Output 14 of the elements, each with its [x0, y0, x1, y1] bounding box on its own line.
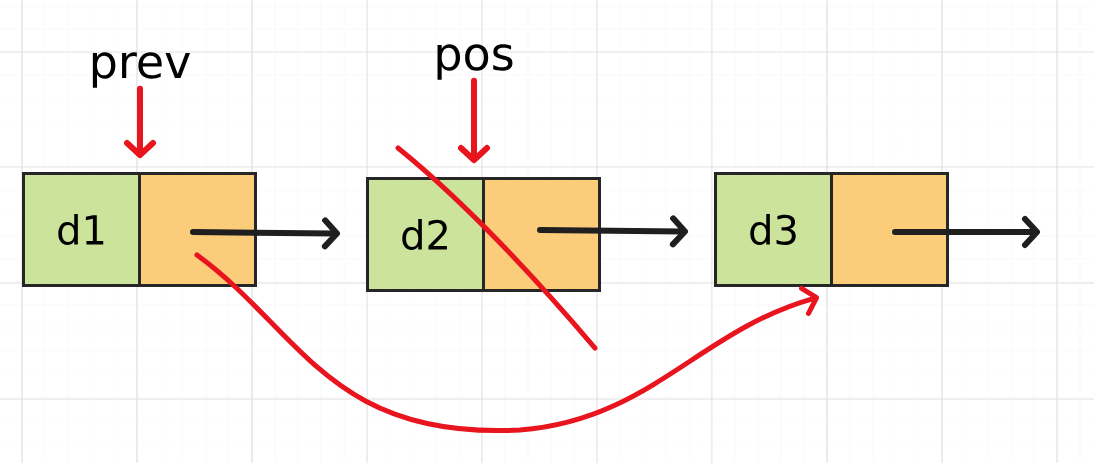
data-cell: d2	[366, 177, 485, 292]
arrow	[892, 216, 1040, 248]
arrow	[190, 217, 340, 250]
pointer-cell	[138, 172, 257, 287]
pointer-cell	[482, 177, 601, 292]
pointer-label: pos	[437, 44, 513, 80]
arrow	[537, 215, 688, 248]
pointer-cell	[830, 172, 949, 287]
arrow	[458, 77, 490, 163]
pointer-label: prev	[92, 52, 190, 88]
arrow	[124, 85, 156, 158]
data-cell: d3	[714, 172, 833, 287]
arrow	[194, 252, 820, 433]
data-cell: d1	[22, 172, 141, 287]
